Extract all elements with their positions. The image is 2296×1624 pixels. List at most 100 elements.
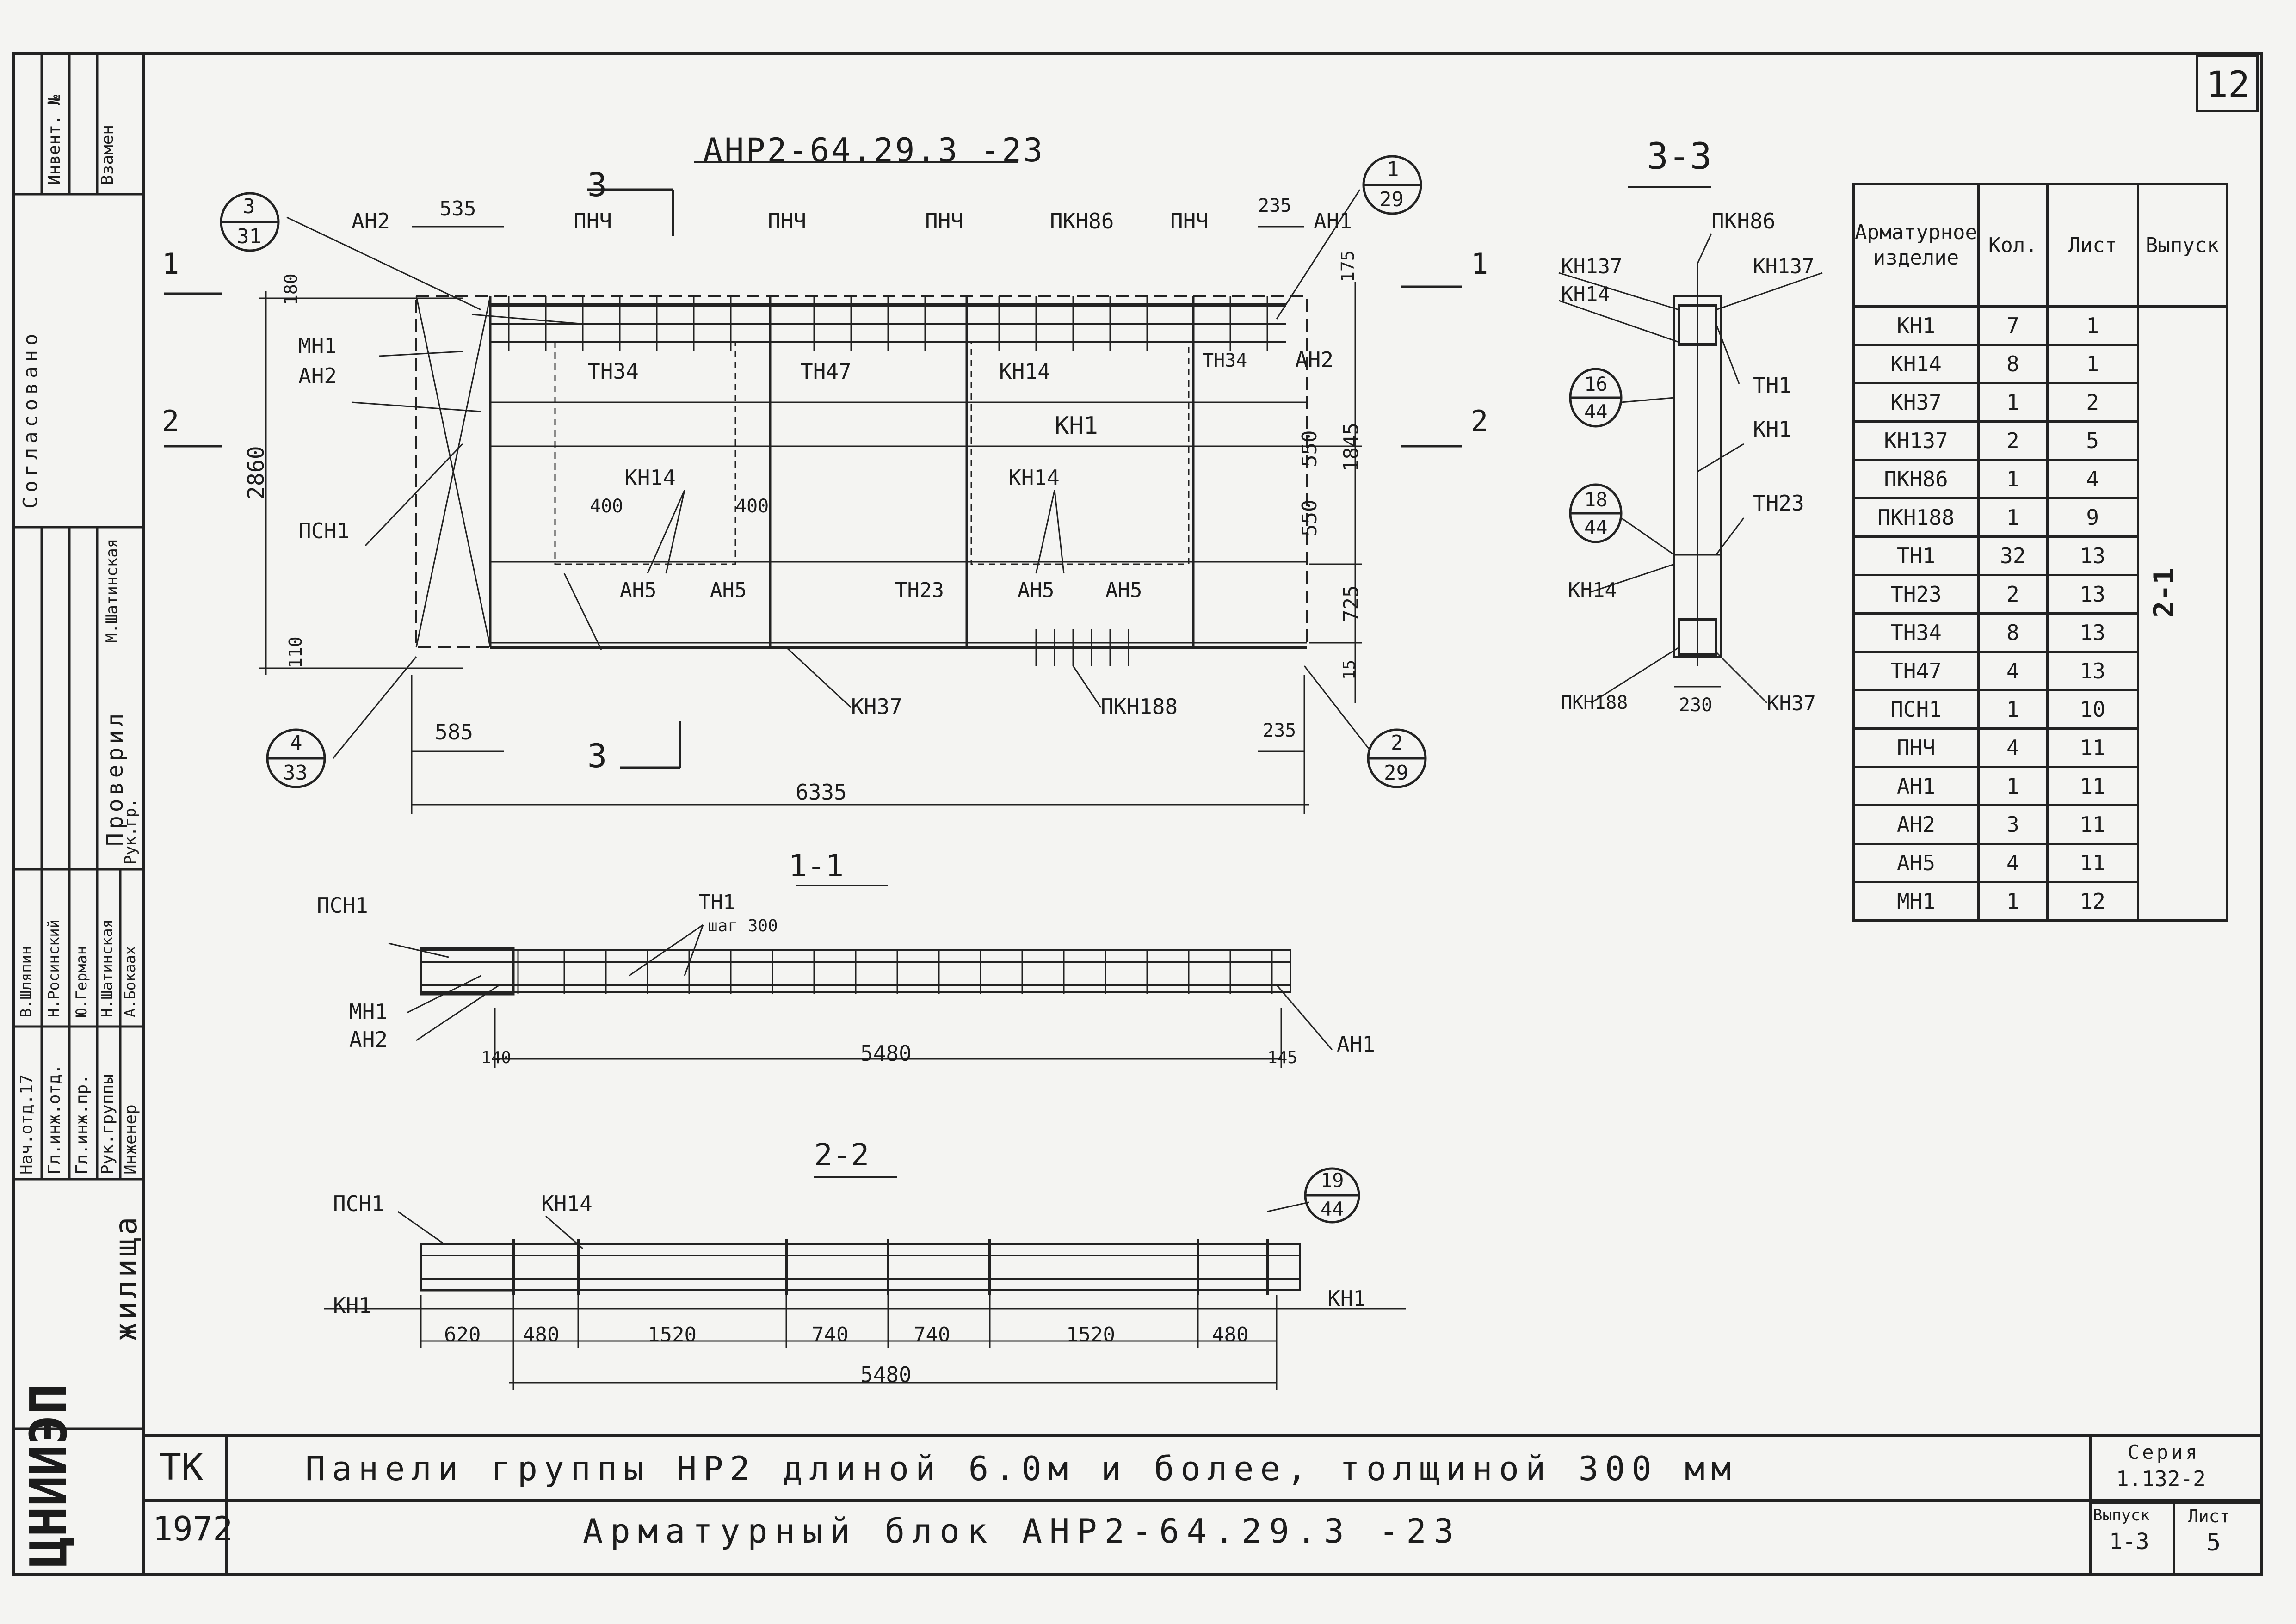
callout-1-29-bottom: 29 (1379, 188, 1404, 211)
label-tn34-left: ТН34 (587, 359, 639, 384)
s22-kn14: КН14 (541, 1191, 593, 1216)
section-mark-2-right: 2 (1471, 404, 1488, 438)
label-an5-3: АН5 (1018, 578, 1055, 602)
name-1: В.Шляпин (17, 946, 35, 1017)
s22-dim-480b: 480 (1212, 1323, 1249, 1347)
s11-dim-140: 140 (481, 1048, 512, 1067)
inventory-label: Инвент. № (45, 94, 64, 185)
s11-dim-145: 145 (1267, 1048, 1298, 1067)
title-series-label: Серия (2128, 1441, 2200, 1464)
s22-callout-44: 44 (1321, 1198, 1344, 1220)
label-pn4-4: ПНЧ (1170, 209, 1209, 234)
section-mark-2-left: 2 (162, 404, 179, 438)
main-view-title: АНР2-64.29.3 -23 (703, 131, 1045, 169)
sheet-frame (12, 52, 2263, 1576)
title-sheet-label: Лист (2188, 1506, 2230, 1526)
label-kn1-main: КН1 (1055, 412, 1098, 440)
dim-180: 180 (281, 273, 301, 305)
callout-2-29-top: 2 (1391, 731, 1403, 755)
title-issue-value: 1-3 (2109, 1529, 2149, 1555)
s33-dim-230: 230 (1679, 695, 1713, 716)
callout-4-33-top: 4 (290, 731, 302, 755)
s22-dim-1520b: 1520 (1066, 1323, 1115, 1347)
label-pkn86: ПКН86 (1050, 209, 1114, 234)
spec-header-qty: Кол. (1977, 183, 2049, 308)
role-chief-eng-proj: Гл.инж.пр. (73, 1074, 92, 1175)
approval-label: Согласовано (19, 329, 42, 509)
s33-pkn188: ПКН188 (1561, 692, 1628, 714)
institute-subject: жилища (108, 1214, 144, 1341)
s11-mn1: МН1 (349, 999, 388, 1024)
s33-kn37: КН37 (1767, 692, 1816, 715)
dim-550-bottom: 550 (1298, 499, 1321, 536)
section-mark-3-top: 3 (587, 166, 607, 204)
role-chief-eng-dept: Гл.инж.отд. (45, 1064, 64, 1175)
s22-dim-480a: 480 (523, 1323, 560, 1347)
s11-an1: АН1 (1337, 1032, 1376, 1057)
s22-callout-19: 19 (1321, 1169, 1344, 1192)
s33-pkn86: ПКН86 (1711, 209, 1776, 234)
label-pkn188: ПКН188 (1101, 694, 1178, 719)
checked-name: М.Шатинская (103, 538, 121, 643)
spec-header-item: Арматурное изделие (1852, 183, 1980, 308)
label-an5-4: АН5 (1105, 578, 1142, 602)
s22-dim-740a: 740 (812, 1323, 849, 1347)
s33-callout-18: 18 (1584, 488, 1608, 511)
s33-kn137-right: КН137 (1753, 255, 1815, 278)
dim-725: 725 (1339, 585, 1363, 622)
title-year: 1972 (153, 1509, 233, 1548)
s11-step: шаг 300 (708, 917, 778, 935)
section-mark-1-left: 1 (162, 247, 179, 281)
s33-kn1: КН1 (1753, 417, 1792, 442)
role-group-lead: Рук.группы (98, 1074, 117, 1175)
label-tn34-right: ТН34 (1203, 350, 1247, 371)
dim-15: 15 (1340, 659, 1359, 680)
dim-6335: 6335 (796, 780, 847, 805)
s33-tn23: ТН23 (1753, 491, 1804, 516)
spec-header-release: Выпуск (2136, 183, 2228, 308)
checked-role: Рук.гр. (121, 798, 140, 865)
title-sheet-value: 5 (2206, 1529, 2221, 1556)
s33-kn137-left: КН137 (1561, 255, 1623, 278)
dim-2860: 2860 (243, 446, 269, 499)
s22-dim-1520a: 1520 (648, 1323, 697, 1347)
label-psn1: ПСН1 (298, 518, 350, 543)
replace-label: Взамен (98, 124, 117, 185)
label-tn47: ТН47 (800, 359, 852, 384)
spec-release-cell: 2-1 (2136, 305, 2228, 922)
label-an2-left: АН2 (298, 363, 337, 388)
section-mark-1-right: 1 (1471, 247, 1488, 281)
name-2: Н.Росинский (45, 919, 62, 1017)
dim-550-top: 550 (1298, 430, 1321, 467)
s22-dim-740b: 740 (913, 1323, 950, 1347)
section-2-2-title: 2-2 (814, 1137, 870, 1173)
title-line-1: Панели группы НР2 длиной 6.0м и более, т… (305, 1449, 1738, 1488)
s33-tn1: ТН1 (1753, 373, 1792, 398)
dim-585: 585 (435, 720, 474, 744)
name-5: А.Бокаах (121, 946, 139, 1017)
spec-header-sheet: Лист (2046, 183, 2139, 308)
dim-535: 535 (439, 197, 476, 221)
title-line-2: Арматурный блок АНР2-64.29.3 -23 (583, 1512, 1462, 1550)
dim-400-left: 400 (590, 496, 623, 517)
callout-1-29-top: 1 (1387, 158, 1399, 181)
dim-400-right: 400 (735, 496, 769, 517)
label-pn4-3: ПНЧ (925, 209, 964, 234)
role-engineer: Инженер (121, 1104, 140, 1175)
callout-3-31-bottom: 31 (237, 225, 261, 248)
spec-release-value: 2-1 (2148, 567, 2181, 618)
section-1-1-title: 1-1 (789, 848, 844, 884)
